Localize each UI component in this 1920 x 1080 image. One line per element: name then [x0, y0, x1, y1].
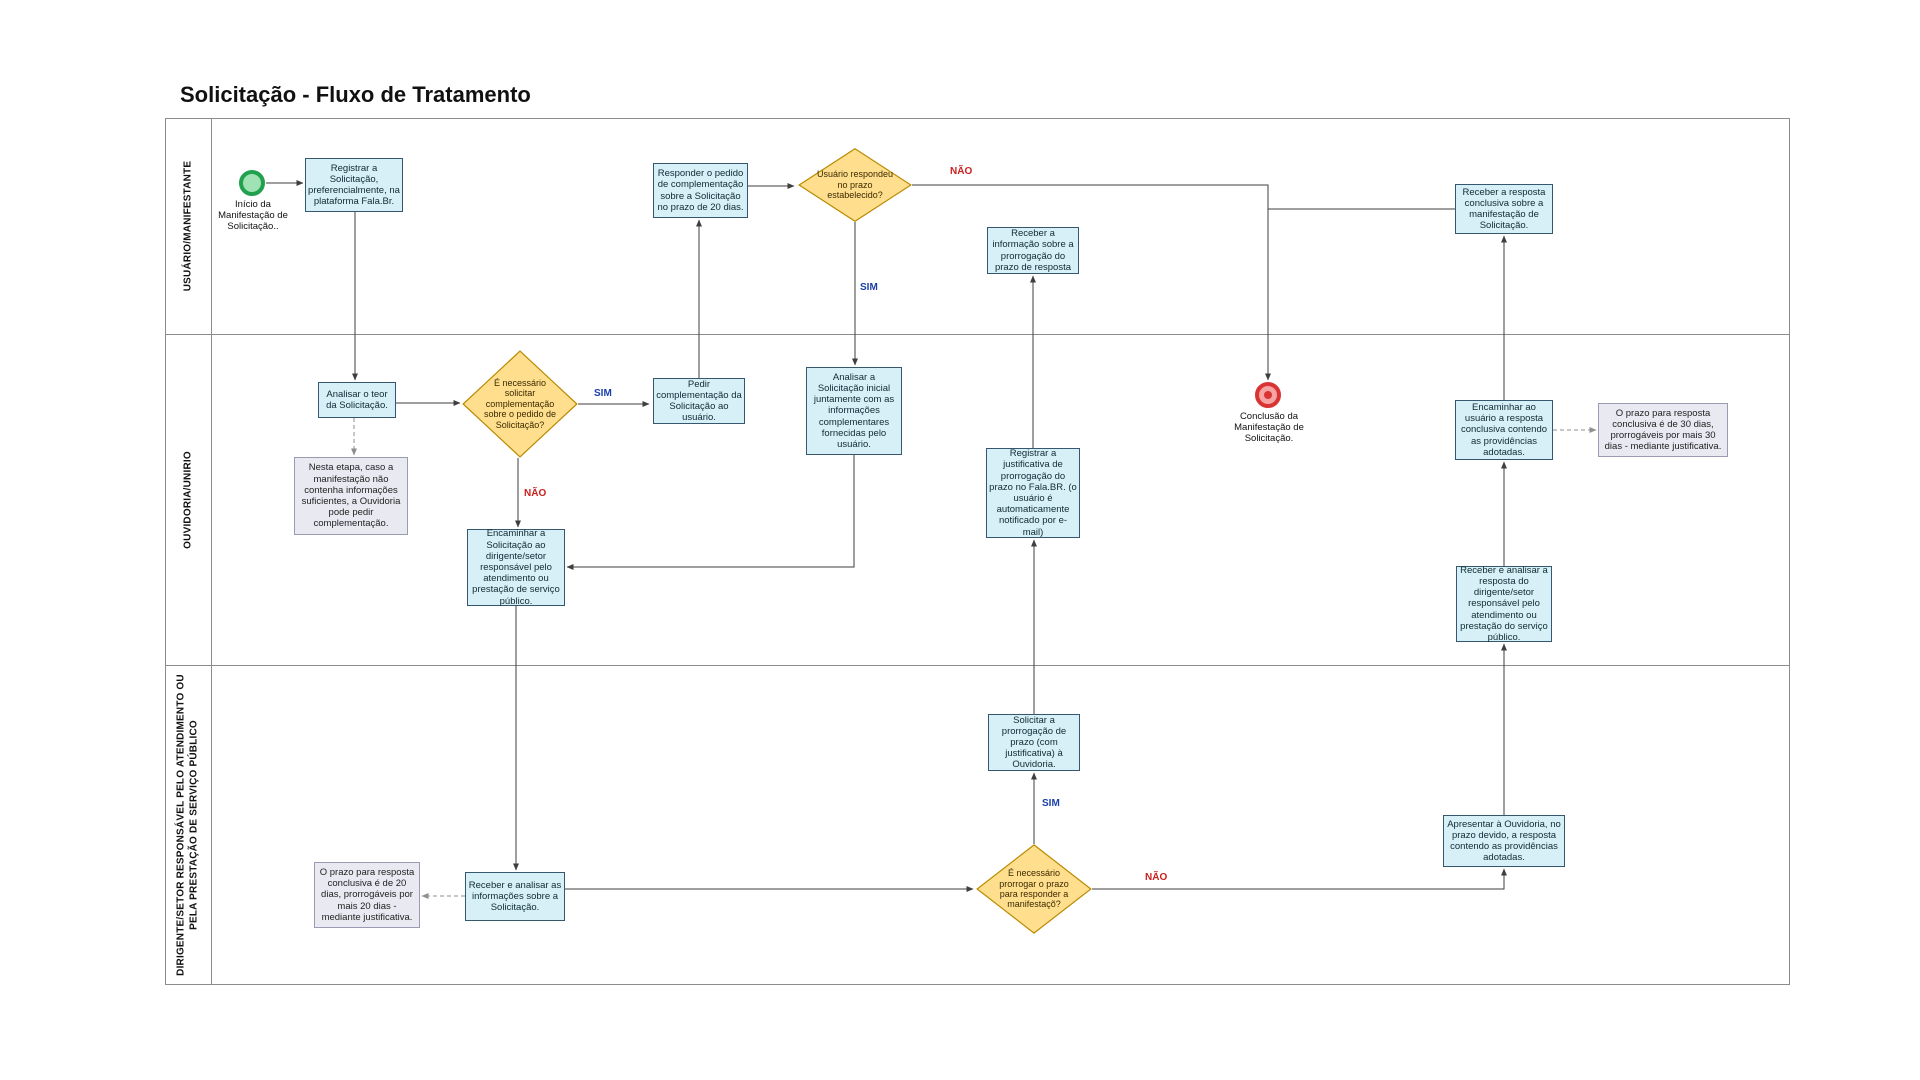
task-label: Receber a informação sobre a prorrogação…: [992, 228, 1074, 273]
diamond-shape: [798, 148, 912, 222]
task-label: Receber e analisar a resposta do dirigen…: [1460, 564, 1548, 644]
lane-label-ouvidoria: OUVIDORIA/UNIRIO: [182, 451, 194, 549]
edge-label-nao-1: NÃO: [950, 166, 973, 177]
page-title: Solicitação - Fluxo de Tratamento: [180, 82, 531, 107]
task-receber-info-prorrogacao: Receber a informação sobre a prorrogação…: [987, 227, 1079, 274]
diamond-shape: [976, 844, 1092, 934]
gateway-usuario-respondeu: Usuário respondeu no prazo estabelecido?: [798, 148, 912, 222]
task-receber-analisar-resposta: Receber e analisar a resposta do dirigen…: [1456, 564, 1552, 644]
diamond-shape: [462, 350, 578, 458]
edge-label-nao-2: NÃO: [524, 488, 547, 499]
start-event-label: Início da Manifestação de Solicitação..: [218, 199, 288, 232]
task-registrar-justificativa: Registrar a justificativa de prorrogação…: [986, 448, 1080, 538]
task-label: Encaminhar ao usuário a resposta conclus…: [1460, 402, 1548, 458]
edge-label-sim-3: SIM: [1042, 798, 1060, 809]
pool-frame: [165, 118, 1790, 985]
note-prazo-30: O prazo para resposta conclusiva é de 30…: [1598, 403, 1728, 457]
task-label: Pedir complementação da Solicitação ao u…: [656, 378, 742, 424]
task-label: Analisar a Solicitação inicial juntament…: [813, 371, 895, 450]
task-receber-analisar-informacoes: Receber e analisar as informações sobre …: [465, 872, 565, 921]
note-nesta-etapa: Nesta etapa, caso a manifestação não con…: [294, 457, 408, 535]
gateway-label: É necessário prorrogar o prazo para resp…: [999, 868, 1069, 910]
lane-label-usuario: USUÁRIO/MANIFESTANTE: [182, 160, 194, 292]
task-registrar-solicitacao: Registrar a Solicitação, preferencialmen…: [305, 158, 403, 212]
gateway-necessario-complementacao: É necessário solicitar complementação so…: [462, 350, 578, 458]
task-pedir-complementacao: Pedir complementação da Solicitação ao u…: [653, 378, 745, 424]
task-label: Analisar o teor da Solicitação.: [326, 388, 388, 411]
lane-divider-1: [165, 334, 1790, 335]
task-label: Responder o pedido de complementação sob…: [657, 168, 744, 213]
lane-divider-2: [165, 665, 1790, 666]
task-encaminhar-solicitacao: Encaminhar a Solicitação ao dirigente/se…: [467, 528, 565, 607]
task-label: Encaminhar a Solicitação ao dirigente/se…: [472, 528, 560, 607]
note-label: Nesta etapa, caso a manifestação não con…: [301, 462, 401, 530]
gateway-necessario-prorrogar: É necessário prorrogar o prazo para resp…: [976, 844, 1092, 934]
task-encaminhar-usuario: Encaminhar ao usuário a resposta conclus…: [1455, 400, 1553, 460]
lane-label-divider: [211, 118, 212, 985]
start-event-circle: [239, 170, 265, 196]
gateway-label: É necessário solicitar complementação so…: [483, 378, 557, 430]
edge-label-nao-3: NÃO: [1145, 872, 1168, 883]
task-responder-pedido: Responder o pedido de complementação sob…: [653, 163, 748, 218]
note-label: O prazo para resposta conclusiva é de 30…: [1604, 407, 1722, 453]
task-label: Solicitar a prorrogação de prazo (com ju…: [1001, 714, 1067, 771]
note-label: O prazo para resposta conclusiva é de 20…: [319, 866, 415, 923]
lane-label-dirigente: DIRIGENTE/SETOR RESPONSÁVEL PELO ATENDIM…: [175, 674, 200, 976]
edge-label-sim-1: SIM: [860, 282, 878, 293]
task-label: Apresentar à Ouvidoria, no prazo devido,…: [1447, 818, 1561, 864]
end-event-label: Conclusão da Manifestação de Solicitação…: [1234, 411, 1304, 444]
task-analisar-inicial: Analisar a Solicitação inicial juntament…: [806, 367, 902, 455]
task-label: Receber e analisar as informações sobre …: [468, 879, 562, 914]
task-solicitar-prorrogacao: Solicitar a prorrogação de prazo (com ju…: [988, 714, 1080, 771]
end-event-circle: [1255, 382, 1281, 408]
note-prazo-20: O prazo para resposta conclusiva é de 20…: [314, 862, 420, 928]
task-receber-resposta-conclusiva: Receber a resposta conclusiva sobre a ma…: [1455, 184, 1553, 234]
task-label: Receber a resposta conclusiva sobre a ma…: [1462, 186, 1546, 232]
edge-label-sim-2: SIM: [594, 388, 612, 399]
task-apresentar-ouvidoria: Apresentar à Ouvidoria, no prazo devido,…: [1443, 815, 1565, 867]
task-analisar-teor: Analisar o teor da Solicitação.: [318, 382, 396, 418]
task-label: Registrar a Solicitação, preferencialmen…: [308, 162, 400, 208]
gateway-label: Usuário respondeu no prazo estabelecido?: [816, 169, 894, 201]
task-label: Registrar a justificativa de prorrogação…: [989, 448, 1077, 538]
